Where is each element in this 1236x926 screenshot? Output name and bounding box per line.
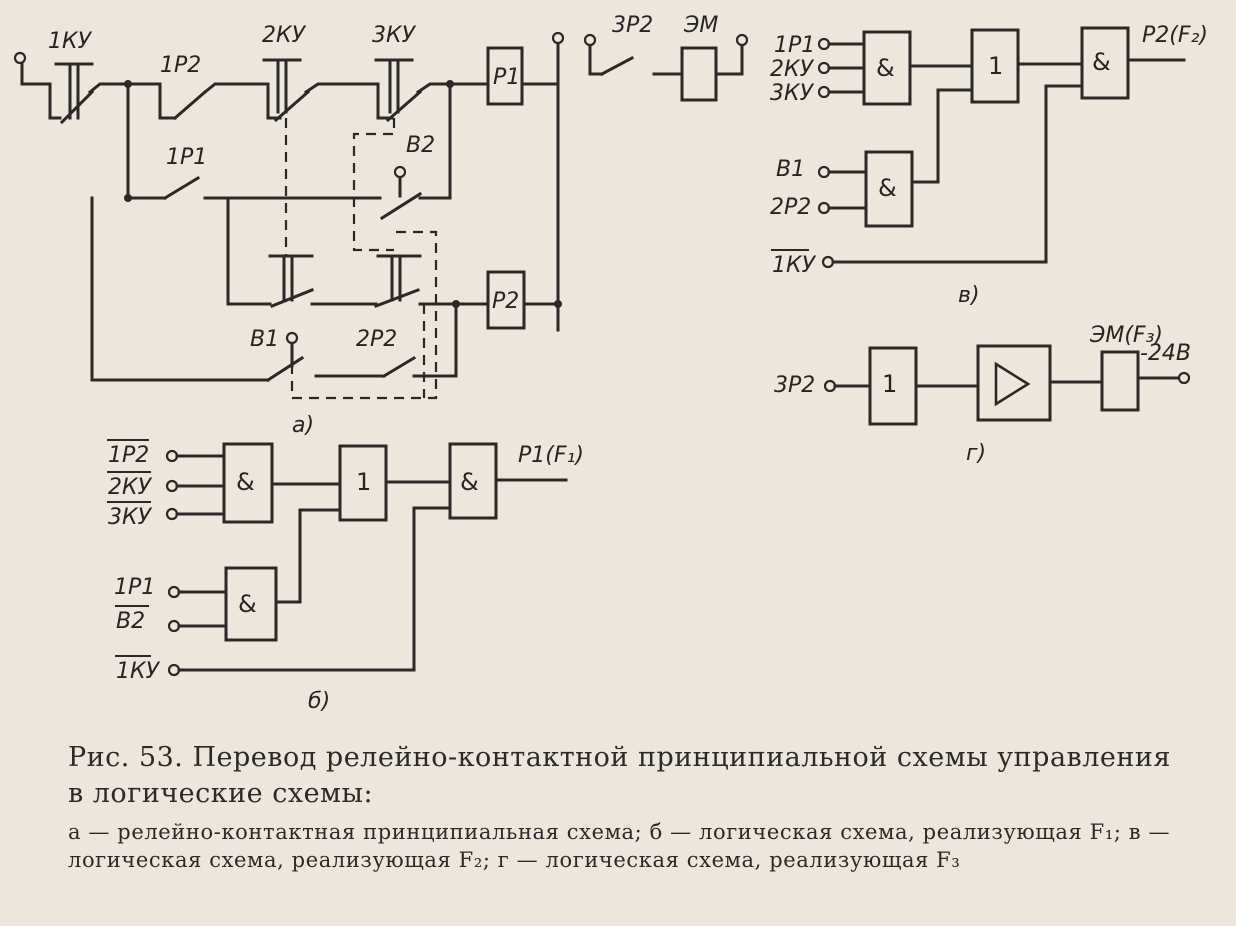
or-gate-symbol: 1 xyxy=(356,468,371,496)
output-p1-f1: Р1(F₁) xyxy=(518,443,584,468)
and-gate-out xyxy=(1080,26,1130,100)
caption-description: а — релейно-контактная принципиальная сх… xyxy=(68,820,1171,872)
em-terminal-left xyxy=(583,33,597,47)
button-2ku-symbol xyxy=(262,58,311,123)
contact-1p2-symbol xyxy=(172,89,208,121)
logic-scheme-f2: 1Р1 2КУ 3КУ & 1 & Р2(F₂) В1 2Р2 & 1КУ в) xyxy=(770,23,1208,308)
label-1p1: 1Р1 xyxy=(166,145,207,170)
input-not-1ku: 1КУ xyxy=(116,659,161,684)
amplifier-block xyxy=(976,344,1052,422)
caption-title: Рис. 53. Перевод релейно-контактной прин… xyxy=(68,742,1171,809)
label-3ku: 3КУ xyxy=(372,23,417,48)
em-terminal-right xyxy=(735,33,749,47)
button-3ku-lower-symbol xyxy=(374,254,422,308)
or-gate xyxy=(970,28,1020,104)
and-gate-1-symbol: & xyxy=(236,468,255,496)
input-not-1p2: 1Р2 xyxy=(108,443,149,468)
relay-p1-coil xyxy=(486,46,524,106)
amplifier-triangle-icon xyxy=(994,361,1031,407)
output-p2-f2: Р2(F₂) xyxy=(1142,23,1208,48)
switch-b1-pivot xyxy=(285,331,299,345)
or-gate-symbol: 1 xyxy=(882,370,897,398)
figure-53-diagram: 1КУ 1Р2 2КУ 3КУ Р1 3Р2 ЭМ 1Р1 В2 Р2 В1 2… xyxy=(13,13,1208,714)
label-1ku: 1КУ xyxy=(48,29,93,54)
relay-contact-schematic: 1КУ 1Р2 2КУ 3КУ Р1 3Р2 ЭМ 1Р1 В2 Р2 В1 2… xyxy=(13,13,749,438)
relay-p2-coil xyxy=(486,270,526,330)
logic-scheme-f3: 3Р2 1 ЭМ(F₃) -24В г) xyxy=(774,323,1191,466)
sublabel-b: б) xyxy=(308,689,330,714)
and-gate-2 xyxy=(224,566,278,642)
or-gate-symbol: 1 xyxy=(988,52,1003,80)
electromagnet-em-coil xyxy=(680,46,718,102)
label-em: ЭМ xyxy=(683,13,718,38)
input-not-1ku: 1КУ xyxy=(772,253,817,278)
and-gate-out-symbol: & xyxy=(1092,48,1111,76)
sublabel-v: в) xyxy=(958,283,980,308)
p1-terminal xyxy=(551,31,565,45)
label-1p2: 1Р2 xyxy=(160,53,201,78)
label-3p2: 3Р2 xyxy=(612,13,653,38)
label-p2: Р2 xyxy=(492,289,519,314)
input-not-3ku: 3КУ xyxy=(108,505,153,530)
sublabel-a: а) xyxy=(292,413,314,438)
electromagnet-em-block xyxy=(1100,350,1140,412)
mechanical-link-b xyxy=(290,230,438,400)
button-3ku-symbol xyxy=(374,58,423,123)
output-em-f3: ЭМ(F₃) xyxy=(1089,323,1163,348)
input-3p2: 3Р2 xyxy=(774,373,815,398)
mechanical-link-3ku xyxy=(352,118,396,252)
figure-caption: Рис. 53. Перевод релейно-контактной прин… xyxy=(68,740,1188,874)
input-2ku: 2КУ xyxy=(770,57,815,82)
label-2p2: 2Р2 xyxy=(356,327,397,352)
and-gate-2 xyxy=(864,150,914,228)
and-gate-1 xyxy=(862,30,912,106)
input-not-2ku: 2КУ xyxy=(108,475,153,500)
label-b2: В2 xyxy=(406,133,435,158)
input-2p2: 2Р2 xyxy=(770,195,811,220)
input-b1: В1 xyxy=(776,157,805,182)
button-2ku-lower-symbol xyxy=(268,254,314,308)
left-terminal xyxy=(13,51,27,65)
input-1p1: 1Р1 xyxy=(114,575,155,600)
and-gate-2-symbol: & xyxy=(878,174,897,202)
logic-scheme-f1: 1Р2 2КУ 3КУ & 1 & Р1(F₁) 1Р1 В2 & 1КУ б) xyxy=(107,439,584,714)
voltage-label: -24В xyxy=(1140,341,1191,366)
and-gate-1-symbol: & xyxy=(876,54,895,82)
and-gate-out-symbol: & xyxy=(460,468,479,496)
and-gate-2-symbol: & xyxy=(238,590,257,618)
label-b1: В1 xyxy=(250,327,279,352)
contact-2p2-symbol xyxy=(381,355,417,379)
label-p1: Р1 xyxy=(493,65,520,90)
input-not-b2: В2 xyxy=(116,609,145,634)
button-1ku-symbol xyxy=(54,62,95,125)
switch-b2-pivot xyxy=(393,165,407,179)
contact-b1-symbol xyxy=(265,355,305,383)
sublabel-g: г) xyxy=(966,441,986,466)
junction-dot xyxy=(124,80,132,88)
junction-dot xyxy=(446,80,454,88)
junction-dot xyxy=(124,194,132,202)
label-2ku: 2КУ xyxy=(262,23,307,48)
contact-b2-symbol xyxy=(379,191,423,221)
contact-3p2-symbol xyxy=(599,55,635,77)
contact-1p1-symbol xyxy=(162,175,201,201)
input-1p1: 1Р1 xyxy=(774,33,815,58)
input-3ku: 3КУ xyxy=(770,81,815,106)
